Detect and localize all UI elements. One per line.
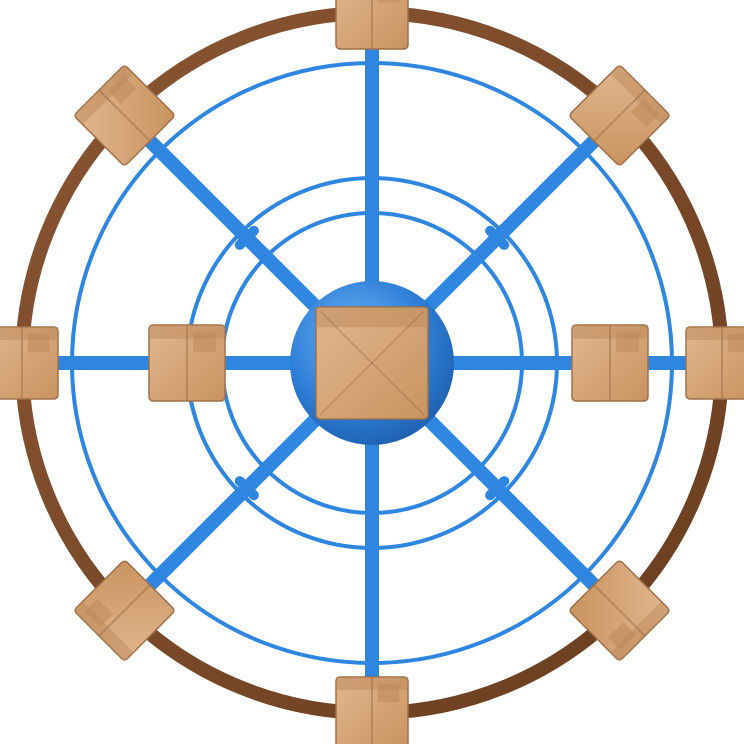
spoke-south-east	[418, 409, 614, 605]
hub-package-box-icon-tape-b	[319, 310, 425, 416]
outer-package-box-icon-south-east	[569, 560, 671, 662]
spoke-north-east	[418, 121, 614, 317]
outer-package-box-icon-north-west	[73, 64, 175, 166]
outer-package-box-icon-west	[0, 326, 59, 400]
outer-package-box-icon-north-east	[569, 64, 671, 166]
hub-package-box-icon-flap	[316, 307, 428, 328]
outer-package-box-icon-north-west-tape	[98, 89, 151, 142]
outer-package-box-icon-south-east-label	[607, 622, 636, 651]
inner-package-box-icon-east-label	[616, 332, 639, 352]
outer-package-box-icon-south-west-tape	[98, 584, 151, 637]
outer-package-box-icon-north-label	[377, 0, 400, 3]
spoke-north-west	[130, 121, 326, 317]
outer-package-box-icon-east	[685, 326, 744, 400]
outer-package-box-icon-south-east-tape	[593, 584, 646, 637]
spokes-layer	[35, 26, 709, 700]
outer-package-box-icon-west-label	[27, 334, 50, 353]
inner-package-box-icon-west-label	[193, 332, 216, 352]
outer-package-box-icon-east-label	[727, 334, 744, 353]
outer-package-box-icon-south-west-label	[84, 598, 113, 627]
outer-package-box-icon-north-west-label	[108, 75, 137, 104]
hub-package-box-icon	[315, 306, 429, 420]
outer-package-box-icon-south	[335, 676, 409, 744]
outer-package-box-icon-north	[335, 0, 409, 50]
spoke-joint-north-west	[234, 225, 259, 250]
spoke-south-west	[130, 409, 326, 605]
outer-package-box-icon-south-west	[73, 560, 175, 662]
outer-package-box-icon-north-east-label	[631, 99, 660, 128]
spoke-joint-north-east	[485, 225, 510, 250]
outer-package-box-icon-south-label	[377, 684, 400, 703]
spoke-joint-south-east	[485, 476, 510, 501]
inner-package-box-icon-east	[571, 324, 649, 402]
outer-package-box-icon-north-east-tape	[593, 89, 646, 142]
spoke-joint-south-west	[234, 476, 259, 501]
inner-package-box-icon-west	[148, 324, 226, 402]
